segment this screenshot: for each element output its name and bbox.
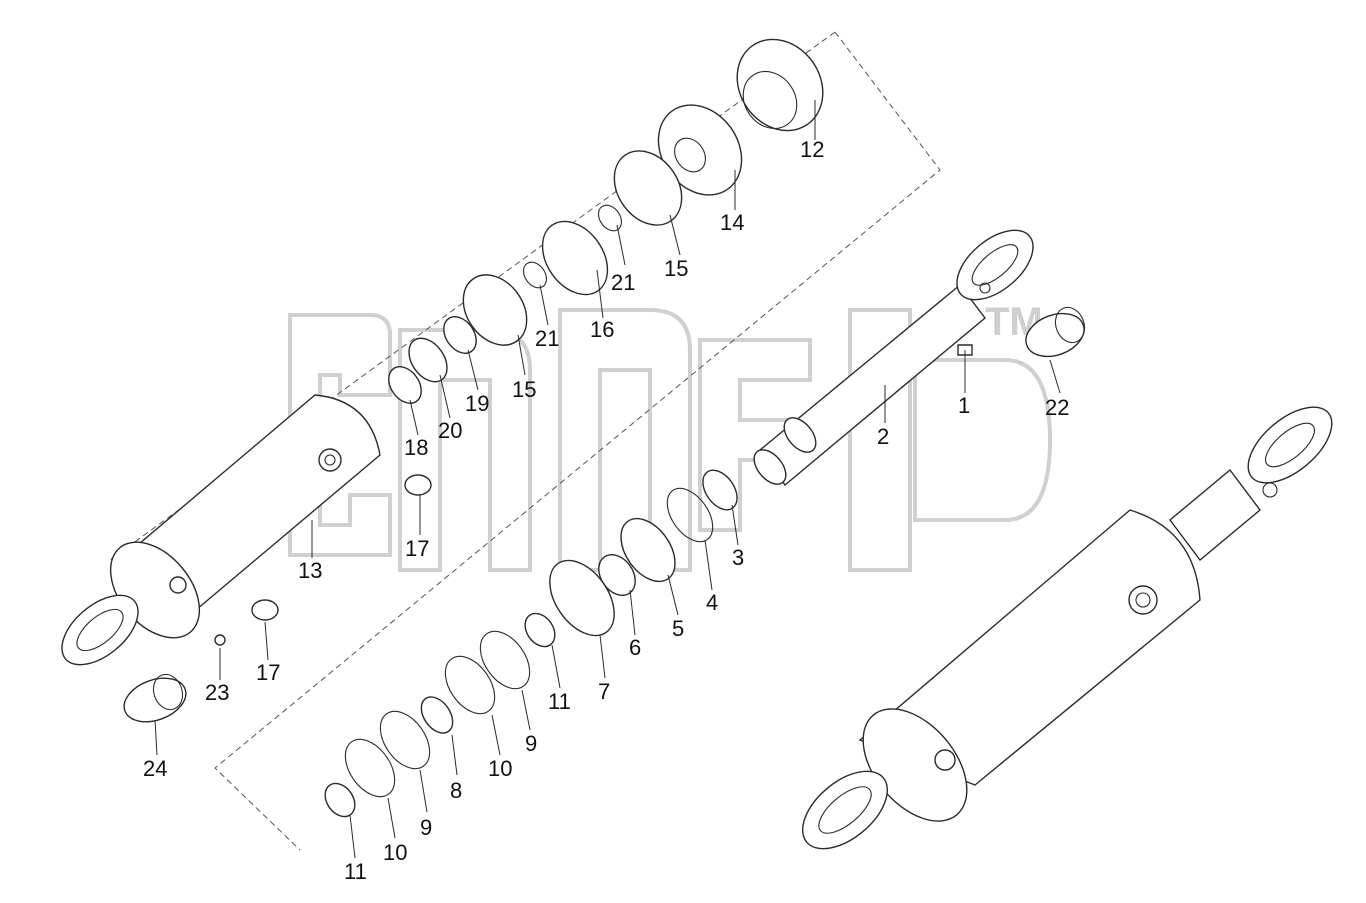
ring-8 bbox=[420, 696, 454, 734]
callout-14: 14 bbox=[720, 210, 744, 235]
callout-5: 5 bbox=[672, 616, 684, 641]
callout-9: 9 bbox=[525, 731, 537, 756]
plug-23 bbox=[214, 634, 226, 646]
callout-2: 2 bbox=[877, 424, 889, 449]
callout-17: 17 bbox=[405, 536, 429, 561]
callout-12: 12 bbox=[800, 137, 824, 162]
callout-15: 15 bbox=[664, 256, 688, 281]
cylinder-barrel-13 bbox=[61, 394, 381, 666]
callout-7: 7 bbox=[598, 679, 610, 704]
callout-21: 21 bbox=[535, 326, 559, 351]
nut-19 bbox=[443, 316, 477, 354]
leader-lines bbox=[154, 100, 1061, 859]
callout-9: 9 bbox=[420, 815, 432, 840]
ring-10-lower bbox=[344, 738, 396, 798]
oring-21-lower bbox=[522, 261, 548, 289]
callout-6: 6 bbox=[629, 635, 641, 660]
callout-24: 24 bbox=[143, 756, 167, 781]
callout-18: 18 bbox=[404, 435, 428, 460]
callout-3: 3 bbox=[732, 545, 744, 570]
piston-14-bore bbox=[674, 137, 706, 173]
callout-16: 16 bbox=[590, 317, 614, 342]
seal-3 bbox=[702, 469, 738, 511]
ring-16 bbox=[541, 220, 609, 296]
callout-11: 11 bbox=[344, 859, 367, 884]
ring-7 bbox=[549, 559, 615, 637]
callout-15: 15 bbox=[512, 377, 536, 402]
ring-18 bbox=[388, 366, 422, 404]
ring-11-upper bbox=[524, 612, 556, 648]
bushing-22 bbox=[1025, 306, 1086, 358]
piston-rod-2 bbox=[753, 229, 1034, 487]
plug-17-upper bbox=[404, 474, 432, 496]
ring-15-lower bbox=[462, 274, 528, 346]
washer-20 bbox=[408, 337, 448, 383]
callout-21: 21 bbox=[611, 270, 635, 295]
bushing-24 bbox=[123, 673, 187, 723]
ring-4 bbox=[666, 487, 714, 543]
callout-labels: 12 14 15 21 16 21 15 19 20 18 17 13 2 1 … bbox=[143, 137, 1069, 884]
callout-22: 22 bbox=[1045, 395, 1069, 420]
callout-13: 13 bbox=[298, 558, 322, 583]
ring-10-upper bbox=[444, 655, 496, 715]
callout-1: 1 bbox=[958, 393, 970, 418]
assembled-cylinder bbox=[801, 406, 1333, 850]
callout-8: 8 bbox=[450, 778, 462, 803]
assembly-boundary bbox=[109, 31, 941, 851]
ring-5 bbox=[620, 517, 676, 583]
ring-9-lower bbox=[379, 710, 431, 770]
ring-11-lower bbox=[324, 782, 356, 818]
ring-9-upper bbox=[479, 630, 531, 690]
callout-17: 17 bbox=[256, 660, 280, 685]
callout-11: 11 bbox=[548, 689, 571, 714]
callout-23: 23 bbox=[205, 680, 229, 705]
oring-21-upper bbox=[597, 204, 623, 232]
gland-12 bbox=[736, 38, 824, 132]
callout-20: 20 bbox=[438, 418, 462, 443]
callout-4: 4 bbox=[706, 590, 718, 615]
plug-17-lower bbox=[251, 599, 279, 621]
callout-19: 19 bbox=[465, 391, 489, 416]
callout-10: 10 bbox=[383, 840, 407, 865]
callout-10: 10 bbox=[488, 756, 512, 781]
